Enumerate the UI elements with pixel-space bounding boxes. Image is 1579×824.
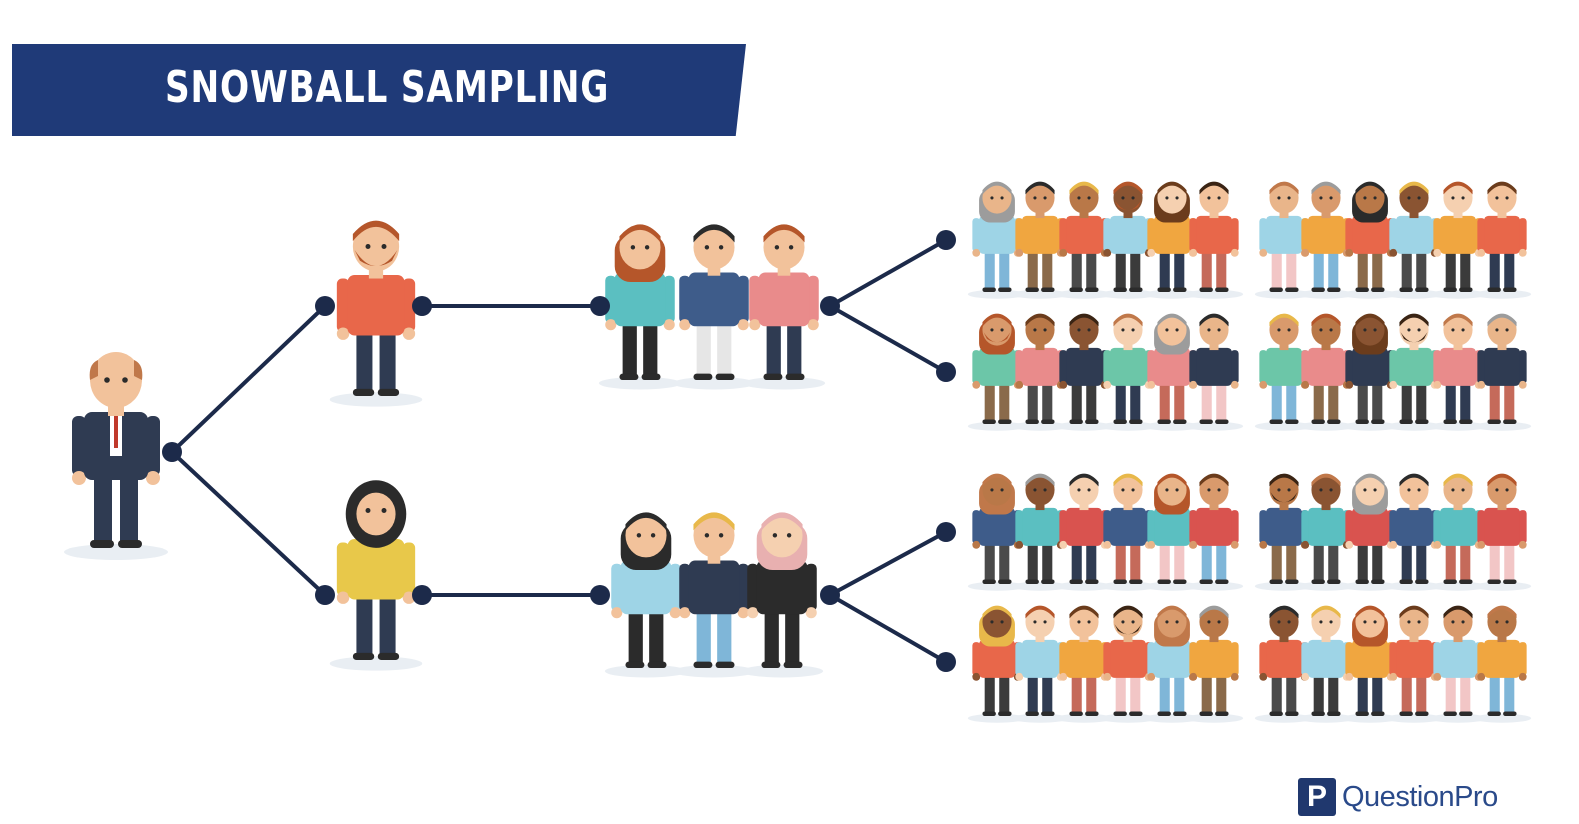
connector-node — [936, 362, 956, 382]
crowd-person — [1184, 605, 1244, 723]
crowd-person — [967, 313, 1027, 431]
connector-node — [820, 585, 840, 605]
crowd-person — [1472, 181, 1532, 299]
seed-person — [64, 352, 168, 560]
crowd-person — [1142, 605, 1202, 723]
referral-person-bottom — [329, 480, 423, 671]
title-banner — [12, 44, 746, 136]
crowd-person — [1384, 473, 1444, 591]
crowd-person — [1472, 473, 1532, 591]
crowd-person — [1254, 313, 1314, 431]
connector-lines — [170, 238, 948, 664]
crowd-person — [1010, 473, 1070, 591]
crowd-person — [1340, 313, 1400, 431]
connector-node — [315, 585, 335, 605]
second-wave-person — [740, 512, 824, 678]
crowd-person — [1428, 473, 1488, 591]
page-title: SNOWBALL SAMPLING — [165, 62, 610, 113]
connector-line — [828, 304, 948, 374]
crowd-person — [1010, 313, 1070, 431]
second-wave-person — [598, 224, 682, 390]
crowd-person — [1184, 313, 1244, 431]
crowd-person — [1184, 473, 1244, 591]
crowd-person — [1296, 313, 1356, 431]
connector-node — [162, 442, 182, 462]
brand-logo: P QuestionPro — [1298, 778, 1498, 816]
brand-name: QuestionPro — [1342, 780, 1498, 813]
crowd-person — [1296, 473, 1356, 591]
crowd-person — [1472, 313, 1532, 431]
crowd-person — [1184, 181, 1244, 299]
crowd-person — [1054, 605, 1114, 723]
crowd-person — [1254, 181, 1314, 299]
second-wave-person — [672, 512, 756, 678]
crowd-person — [1384, 605, 1444, 723]
crowd-person — [1098, 473, 1158, 591]
questionpro-logo-icon: P — [1298, 778, 1336, 816]
connector-node — [412, 585, 432, 605]
crowd-person — [1472, 605, 1532, 723]
connector-node — [315, 296, 335, 316]
connector-nodes — [162, 230, 956, 672]
connector-node — [936, 652, 956, 672]
second-wave-person — [672, 224, 756, 390]
crowd-person — [1142, 181, 1202, 299]
connector-line — [828, 593, 948, 664]
connector-node — [590, 585, 610, 605]
connector-node — [936, 522, 956, 542]
connector-node — [936, 230, 956, 250]
crowd-person — [1010, 605, 1070, 723]
crowd-person — [1296, 605, 1356, 723]
crowd-person — [1054, 313, 1114, 431]
connector-node — [820, 296, 840, 316]
connector-node — [590, 296, 610, 316]
people-layer — [64, 181, 1532, 723]
referral-person-top — [329, 220, 423, 407]
crowd-person — [1098, 181, 1158, 299]
crowd-person — [1296, 181, 1356, 299]
crowd-person — [1254, 473, 1314, 591]
connector-line — [828, 530, 948, 597]
second-wave-person — [742, 224, 826, 390]
connector-line — [828, 238, 948, 308]
crowd-person — [1428, 313, 1488, 431]
second-wave-person — [604, 512, 688, 678]
connector-line — [170, 304, 327, 454]
crowd-person — [1428, 181, 1488, 299]
connector-node — [412, 296, 432, 316]
connector-line — [170, 450, 327, 597]
